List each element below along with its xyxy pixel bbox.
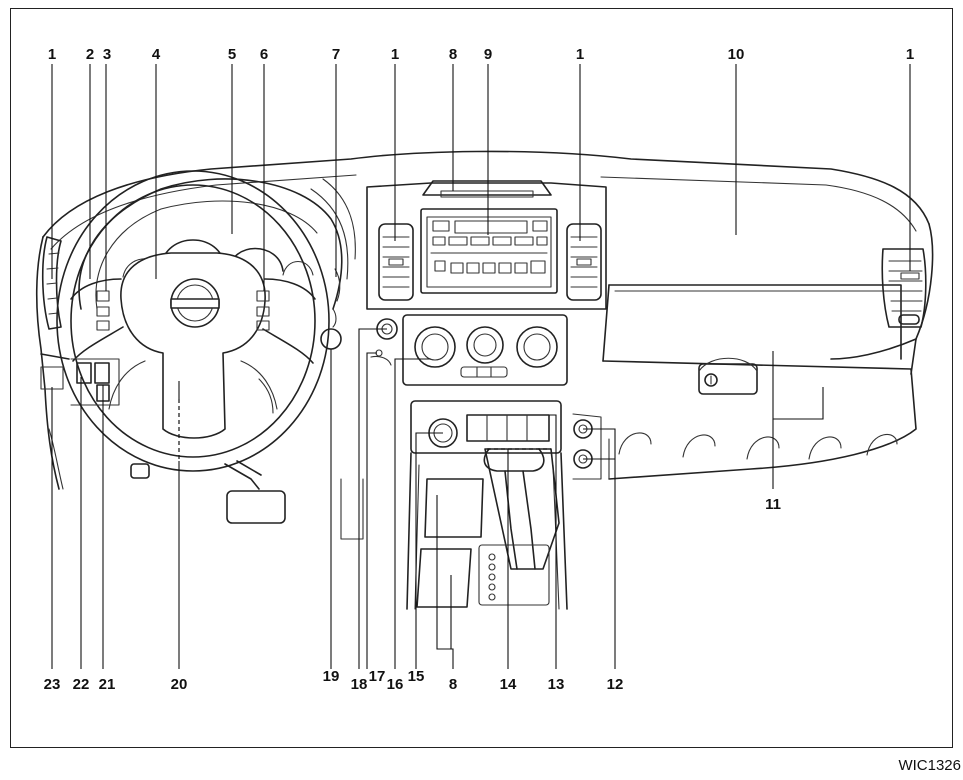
steering-wheel xyxy=(56,170,330,472)
callout-numbers-top: 1 2 3 4 5 6 7 1 8 9 1 10 1 xyxy=(48,46,914,63)
callout-15: 15 xyxy=(408,668,425,685)
dashboard-outline xyxy=(35,150,934,490)
dashboard-illustration: 1 2 3 4 5 6 7 1 8 9 1 10 1 23 22 21 20 1… xyxy=(35,46,934,693)
center-stack xyxy=(366,180,607,610)
callout-23: 23 xyxy=(44,676,61,693)
diagram-frame: 1 2 3 4 5 6 7 1 8 9 1 10 1 23 22 21 20 1… xyxy=(10,8,953,748)
figure-code: WIC1326 xyxy=(898,757,961,774)
callout-10: 10 xyxy=(728,46,745,63)
callout-19: 19 xyxy=(323,668,340,685)
callout-numbers-bottom: 23 22 21 20 19 18 17 16 8 15 14 13 12 xyxy=(44,668,624,693)
callout-1: 1 xyxy=(576,46,584,63)
callout-numbers-side: 11 xyxy=(765,496,781,513)
callout-14: 14 xyxy=(500,676,517,693)
callout-9: 9 xyxy=(484,46,492,63)
left-lower-switches xyxy=(40,358,120,406)
callout-2: 2 xyxy=(86,46,94,63)
callout-4: 4 xyxy=(152,46,161,63)
steering-column-and-pedals xyxy=(130,460,364,540)
callout-18: 18 xyxy=(351,676,368,693)
callout-7: 7 xyxy=(332,46,340,63)
callout-8: 8 xyxy=(449,46,457,63)
air-vent-center-right xyxy=(566,223,602,301)
callout-22: 22 xyxy=(73,676,90,693)
air-vent-right xyxy=(881,248,927,328)
callout-1: 1 xyxy=(391,46,399,63)
callout-8: 8 xyxy=(449,676,457,693)
callout-1: 1 xyxy=(906,46,914,63)
leader-lines xyxy=(51,64,911,669)
callout-11: 11 xyxy=(765,496,781,513)
callout-3: 3 xyxy=(103,46,111,63)
callout-20: 20 xyxy=(171,676,188,693)
air-vent-left xyxy=(41,236,62,330)
callout-21: 21 xyxy=(99,676,116,693)
callout-1: 1 xyxy=(48,46,56,63)
callout-16: 16 xyxy=(387,676,404,693)
callout-12: 12 xyxy=(607,676,624,693)
callout-13: 13 xyxy=(548,676,565,693)
callout-5: 5 xyxy=(228,46,236,63)
callout-17: 17 xyxy=(369,668,386,685)
air-vent-center-left xyxy=(378,223,414,301)
callout-6: 6 xyxy=(260,46,268,63)
